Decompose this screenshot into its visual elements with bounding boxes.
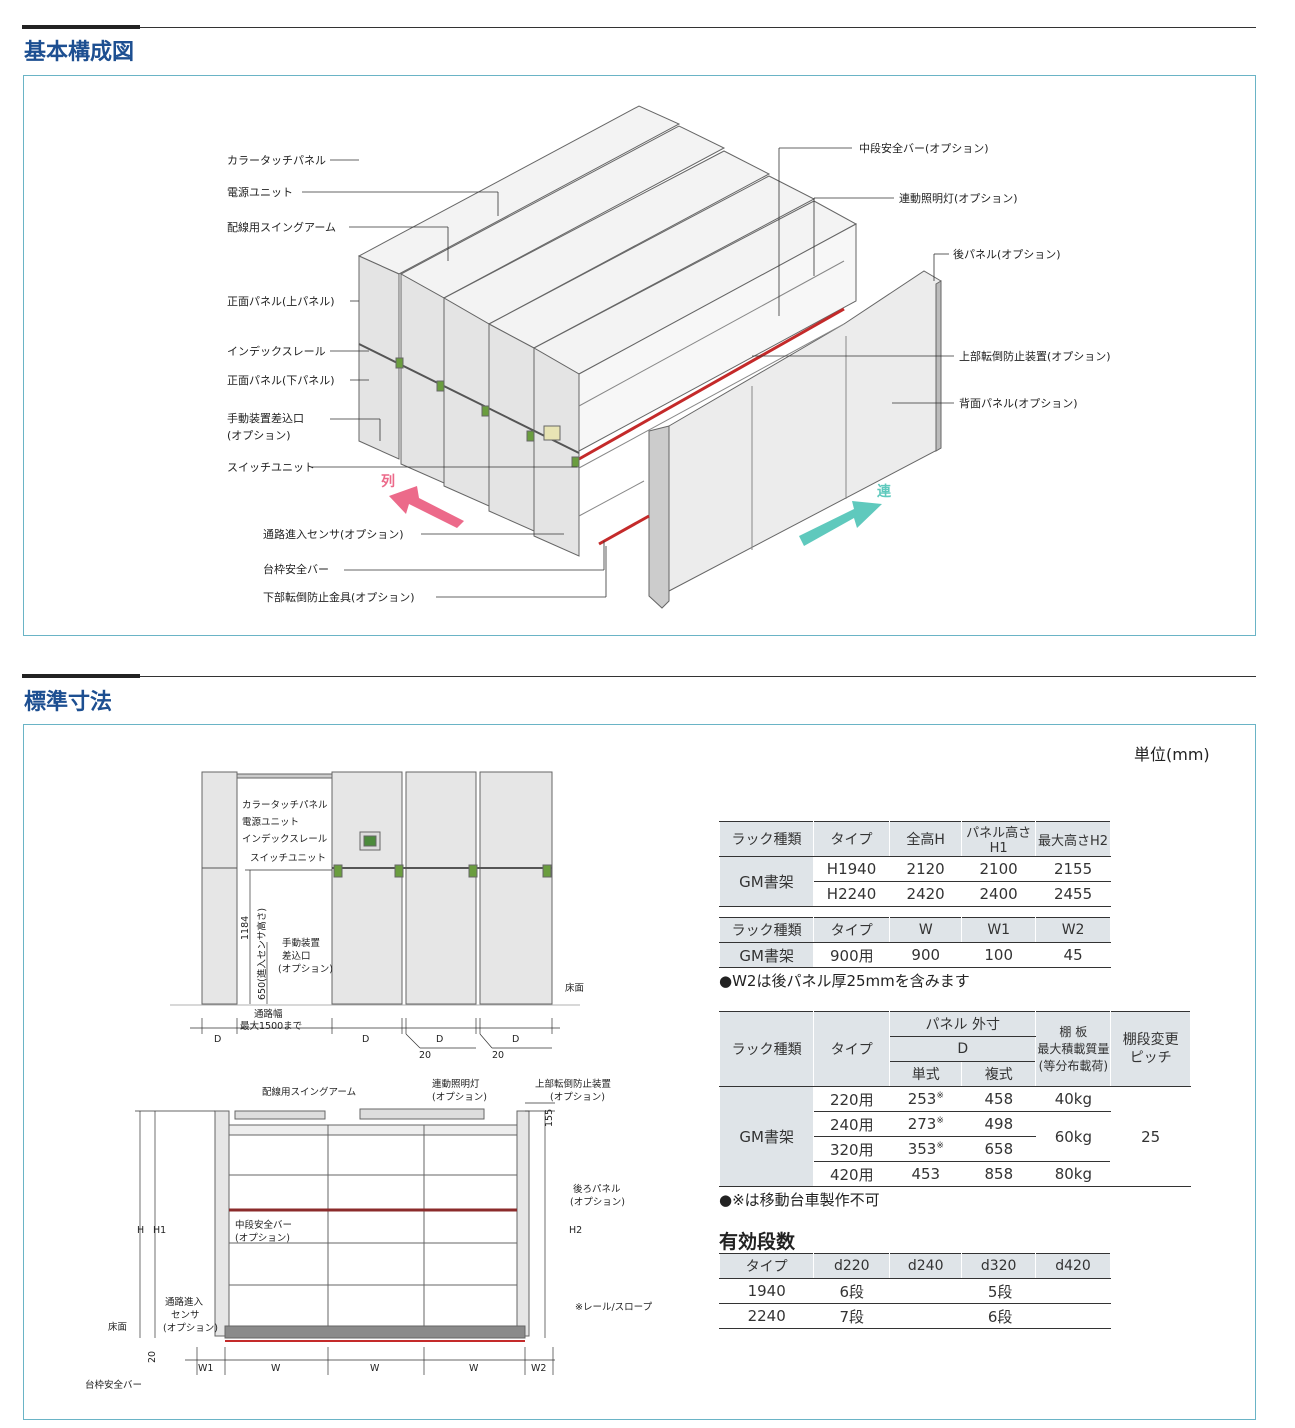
svg-text:下部転倒防止金具(オプション): 下部転倒防止金具(オプション) bbox=[263, 590, 415, 604]
svg-text:スイッチユニット: スイッチユニット bbox=[227, 461, 315, 474]
svg-text:スイッチユニット: スイッチユニット bbox=[250, 853, 326, 864]
isometric-diagram: 列 連 カラータッチパネル 電源ユニット 配線用スイングアーム 正面パネル(上パ… bbox=[227, 105, 1111, 609]
retsu-label: 列 bbox=[381, 473, 395, 490]
section-rule bbox=[22, 25, 1256, 29]
svg-text:差込口: 差込口 bbox=[282, 950, 311, 962]
svg-text:電源ユニット: 電源ユニット bbox=[227, 185, 293, 199]
standard-dims-panel bbox=[23, 724, 1256, 1420]
svg-text:(オプション): (オプション) bbox=[227, 429, 291, 442]
svg-text:(オプション): (オプション) bbox=[432, 1092, 487, 1103]
svg-text:W: W bbox=[271, 1363, 281, 1374]
svg-text:中段安全バー(オプション): 中段安全バー(オプション) bbox=[859, 141, 989, 155]
svg-text:背面パネル(オプション): 背面パネル(オプション) bbox=[959, 396, 1078, 410]
svg-text:H1: H1 bbox=[153, 1225, 166, 1236]
svg-text:W2: W2 bbox=[531, 1363, 546, 1374]
svg-text:通路進入: 通路進入 bbox=[165, 1296, 204, 1308]
svg-text:手動装置差込口: 手動装置差込口 bbox=[227, 411, 304, 425]
svg-text:床面: 床面 bbox=[565, 982, 584, 994]
svg-text:(オプション): (オプション) bbox=[235, 1233, 290, 1244]
svg-text:台枠安全バー: 台枠安全バー bbox=[263, 562, 329, 576]
labels-right: 中段安全バー(オプション) 連動照明灯(オプション) 後パネル(オプション) 上… bbox=[859, 141, 1111, 410]
unit-label: 単位(mm) bbox=[1134, 745, 1210, 764]
shelf-modules bbox=[357, 105, 858, 557]
section-title-standard-dims: 標準寸法 bbox=[24, 690, 113, 715]
svg-text:通路幅: 通路幅 bbox=[254, 1008, 283, 1020]
svg-text:配線用スイングアーム: 配線用スイングアーム bbox=[227, 220, 336, 234]
svg-text:上部転倒防止装置: 上部転倒防止装置 bbox=[535, 1078, 611, 1090]
svg-text:正面パネル(下パネル): 正面パネル(下パネル) bbox=[227, 374, 335, 387]
svg-text:配線用スイングアーム: 配線用スイングアーム bbox=[262, 1086, 356, 1098]
svg-text:床面: 床面 bbox=[108, 1321, 127, 1333]
basic-config-panel: 列 連 カラータッチパネル 電源ユニット 配線用スイングアーム 正面パネル(上パ… bbox=[23, 75, 1256, 636]
svg-text:D: D bbox=[214, 1034, 221, 1045]
svg-text:155: 155 bbox=[544, 1109, 555, 1127]
svg-text:センサ: センサ bbox=[171, 1310, 200, 1321]
svg-text:D: D bbox=[436, 1034, 443, 1045]
svg-text:W: W bbox=[370, 1363, 380, 1374]
svg-text:手動装置: 手動装置 bbox=[282, 937, 320, 949]
front-view-drawing: カラータッチパネル 電源ユニット インデックスレール スイッチユニット 手動装置… bbox=[170, 771, 584, 1060]
svg-text:最大1500まで: 最大1500まで bbox=[240, 1020, 302, 1032]
svg-text:1184: 1184 bbox=[240, 916, 251, 940]
svg-text:カラータッチパネル: カラータッチパネル bbox=[227, 154, 326, 167]
svg-text:後ろパネル: 後ろパネル bbox=[573, 1183, 621, 1195]
svg-text:20: 20 bbox=[492, 1050, 504, 1060]
labels-left: カラータッチパネル 電源ユニット 配線用スイングアーム 正面パネル(上パネル) … bbox=[227, 154, 415, 604]
svg-text:台枠安全バー: 台枠安全バー bbox=[85, 1379, 142, 1390]
side-view-drawing: 配線用スイングアーム 連動照明灯 (オプション) 上部転倒防止装置 (オプション… bbox=[85, 1078, 653, 1390]
svg-text:(オプション): (オプション) bbox=[163, 1323, 218, 1334]
section-title-basic-config: 基本構成図 bbox=[24, 40, 135, 65]
ren-arrow bbox=[799, 501, 882, 546]
svg-text:中段安全バー: 中段安全バー bbox=[235, 1219, 292, 1231]
svg-text:正面パネル(上パネル): 正面パネル(上パネル) bbox=[227, 295, 335, 308]
svg-text:D: D bbox=[362, 1034, 369, 1045]
leader-lines bbox=[302, 147, 954, 598]
ren-label: 連 bbox=[877, 483, 892, 500]
svg-text:(オプション): (オプション) bbox=[570, 1197, 625, 1208]
svg-text:連動照明灯: 連動照明灯 bbox=[432, 1078, 480, 1090]
svg-text:カラータッチパネル: カラータッチパネル bbox=[242, 800, 328, 811]
svg-text:後パネル(オプション): 後パネル(オプション) bbox=[953, 247, 1061, 261]
svg-text:650(進入センサ高さ): 650(進入センサ高さ) bbox=[256, 908, 268, 1000]
effective-shelves-title: 有効段数 bbox=[719, 1231, 796, 1253]
svg-text:インデックスレール: インデックスレール bbox=[227, 344, 326, 358]
retsu-arrow bbox=[389, 486, 464, 528]
svg-text:(オプション): (オプション) bbox=[550, 1092, 605, 1103]
svg-text:D: D bbox=[512, 1034, 519, 1045]
back-panel-group bbox=[648, 270, 942, 609]
section-rule bbox=[22, 674, 1256, 678]
svg-text:H: H bbox=[137, 1225, 144, 1236]
svg-text:インデックスレール: インデックスレール bbox=[242, 833, 328, 845]
svg-text:20: 20 bbox=[147, 1351, 158, 1363]
svg-text:電源ユニット: 電源ユニット bbox=[242, 817, 299, 828]
svg-text:通路進入センサ(オプション): 通路進入センサ(オプション) bbox=[263, 528, 404, 541]
svg-text:20: 20 bbox=[419, 1050, 431, 1060]
svg-text:連動照明灯(オプション): 連動照明灯(オプション) bbox=[899, 191, 1018, 205]
svg-text:※レール/スロープ: ※レール/スロープ bbox=[575, 1302, 653, 1313]
note-asterisk: ●※は移動台車製作不可 bbox=[719, 1191, 880, 1209]
svg-text:W: W bbox=[469, 1363, 479, 1374]
svg-text:上部転倒防止装置(オプション): 上部転倒防止装置(オプション) bbox=[959, 349, 1111, 363]
svg-text:H2: H2 bbox=[569, 1225, 582, 1236]
svg-text:W1: W1 bbox=[198, 1363, 213, 1374]
note-w2: ●W2は後パネル厚25mmを含みます bbox=[719, 972, 970, 990]
svg-text:(オプション): (オプション) bbox=[278, 964, 333, 975]
table-depth-spec: ラック種類 タイプ パネル 外寸 棚 板 最大積載質量 (等分布載荷) 棚段変更… bbox=[718, 1011, 1191, 1187]
